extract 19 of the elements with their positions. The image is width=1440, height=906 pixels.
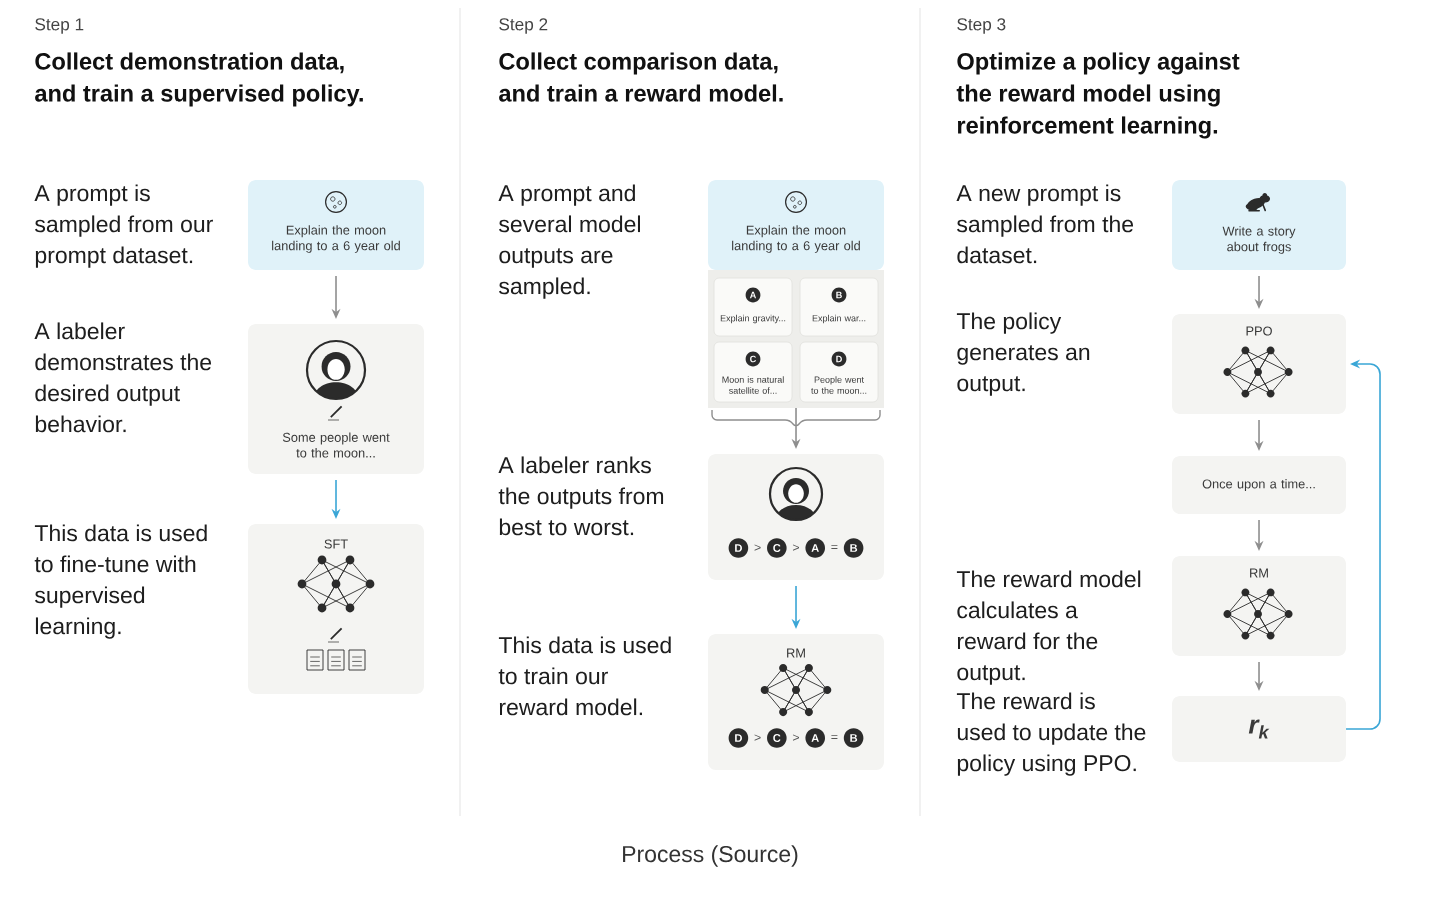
description-text: A labeler ranks the outputs from best to worst. — [498, 456, 664, 536]
step-label: Step 2 — [499, 18, 548, 34]
step-label: Step 3 — [957, 18, 1006, 34]
description-text: A labeler demonstrates the desired output behavior. — [34, 322, 212, 433]
step-label: Step 1 — [35, 18, 84, 34]
step-heading: Collect comparison data, and train a reward model. — [499, 52, 783, 102]
step-heading: Optimize a policy against the reward model using reinforcement learning. — [956, 52, 1240, 139]
caption: Process (Source) — [623, 845, 798, 867]
step-heading: Collect demonstration data, and train a supervised policy. — [35, 52, 363, 107]
reward-box: r$_{k}$ — [1172, 696, 1346, 762]
description-text: The policy generates an output. — [956, 312, 1090, 396]
description-text: The reward model calculates a reward for the output. — [956, 570, 1141, 685]
description-text: This data is used to train our reward model. — [498, 636, 671, 716]
description-text: The reward is used to update the policy using PPO. — [956, 692, 1146, 776]
ranking-box — [708, 454, 884, 580]
description-text: A new prompt is sampled from the dataset. — [956, 184, 1134, 264]
description-text: This data is used to fine-tune with supervised learning. — [34, 524, 207, 639]
description-text: A prompt is sampled from our prompt dataset. — [34, 184, 213, 268]
description-text: A prompt and several model outputs are sampled. — [498, 184, 640, 299]
